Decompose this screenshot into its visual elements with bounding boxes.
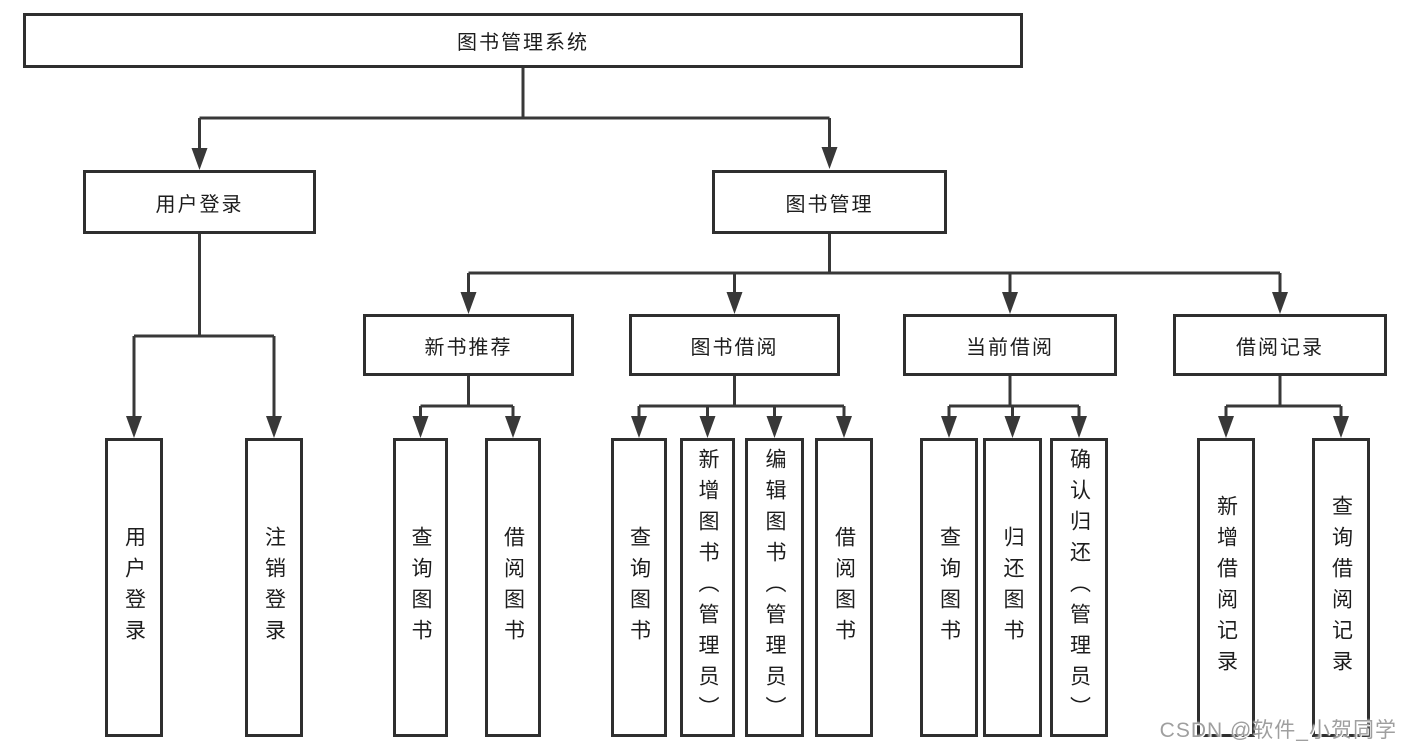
arrowhead-icon <box>266 416 282 438</box>
arrowhead-icon <box>726 292 743 314</box>
arrowhead-icon <box>766 416 783 438</box>
arrowhead-icon <box>1272 292 1288 314</box>
node-leaf-borrow-edit-books-admin: 编辑图书（管理员） <box>745 438 804 737</box>
connector-path <box>132 68 1343 418</box>
node-leaf-current-confirm-return-admin: 确认归还（管理员） <box>1050 438 1108 737</box>
node-new-book-recommend: 新书推荐 <box>363 314 574 376</box>
arrowhead-icon <box>505 416 521 438</box>
arrowhead-icon <box>1333 416 1349 438</box>
arrowhead-icon <box>1004 416 1021 438</box>
node-leaf-current-return-books: 归还图书 <box>983 438 1042 737</box>
node-leaf-borrow-query-books: 查询图书 <box>611 438 667 737</box>
arrowhead-icon <box>941 416 957 438</box>
arrowhead-icon <box>460 292 477 314</box>
node-root: 图书管理系统 <box>23 13 1023 68</box>
node-leaf-logout: 注销登录 <box>245 438 303 737</box>
node-leaf-newbook-borrow-books: 借阅图书 <box>485 438 541 737</box>
node-book-borrow: 图书借阅 <box>629 314 840 376</box>
arrowhead-icon <box>1071 416 1087 438</box>
arrowhead-icon <box>191 148 208 170</box>
node-user-login: 用户登录 <box>83 170 316 234</box>
node-leaf-borrow-add-books-admin: 新增图书（管理员） <box>680 438 735 737</box>
arrowhead-icon <box>836 416 852 438</box>
arrowhead-icon <box>1218 416 1234 438</box>
node-leaf-records-add-record: 新增借阅记录 <box>1197 438 1255 737</box>
node-leaf-records-query-record: 查询借阅记录 <box>1312 438 1370 737</box>
node-book-management: 图书管理 <box>712 170 947 234</box>
node-borrow-records: 借阅记录 <box>1173 314 1387 376</box>
node-leaf-user-login: 用户登录 <box>105 438 163 737</box>
arrowhead-icon <box>412 416 429 438</box>
arrowhead-icon <box>821 147 838 169</box>
node-leaf-borrow-borrow-books: 借阅图书 <box>815 438 873 737</box>
watermark: CSDN @软件_小贺同学 <box>1159 719 1397 742</box>
arrowhead-icon <box>699 416 716 438</box>
node-leaf-current-query-books: 查询图书 <box>920 438 978 737</box>
node-leaf-newbook-query-books: 查询图书 <box>393 438 448 737</box>
arrowhead-icon <box>126 416 142 438</box>
arrowhead-icon <box>631 416 647 438</box>
arrowhead-icon <box>1002 292 1018 314</box>
node-current-borrow: 当前借阅 <box>903 314 1117 376</box>
